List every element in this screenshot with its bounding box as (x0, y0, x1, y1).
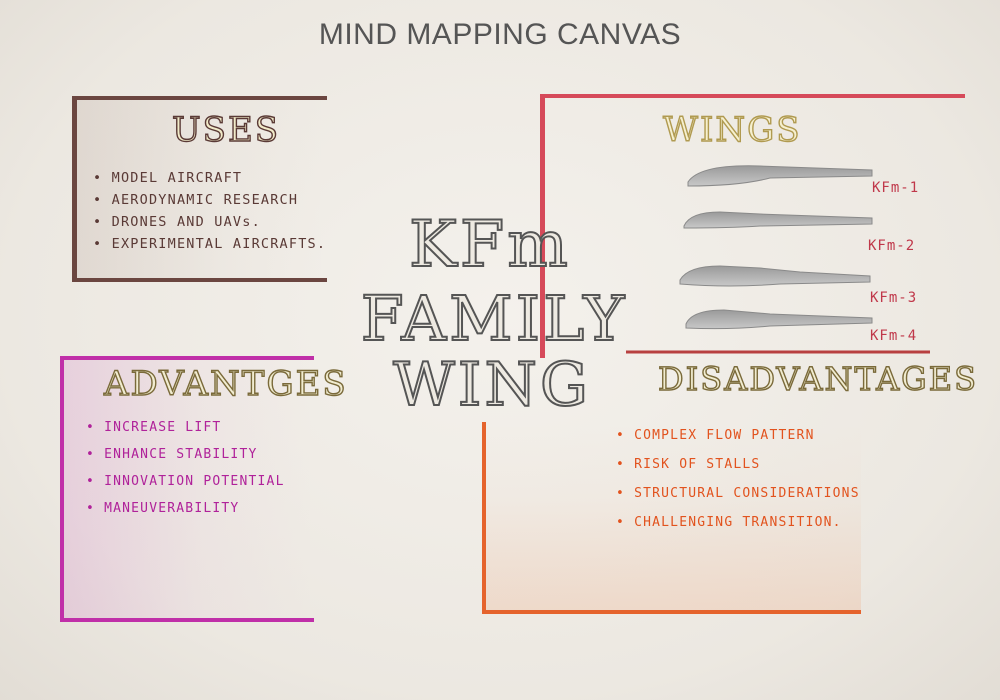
list-item: INCREASE LIFT (86, 420, 285, 435)
center-title-wing: WING (392, 349, 591, 421)
wing-label-kfm3: KFm-3 (870, 290, 918, 306)
list-item: MANEUVERABILITY (86, 501, 285, 516)
list-item: EXPERIMENTAL AIRCRAFTS. (93, 236, 326, 252)
wing-label-kfm2: KFm-2 (868, 238, 916, 254)
disadvantages-heading: DISADVANTAGES (657, 359, 979, 398)
list-item: DRONES AND UAVs. (93, 214, 326, 230)
list-item: STRUCTURAL CONSIDERATIONS (616, 486, 860, 501)
center-title-kfm: KFm (408, 207, 571, 283)
wings-box: WINGS (540, 94, 965, 358)
wing-label-kfm1: KFm-1 (872, 180, 920, 196)
uses-list: MODEL AIRCRAFT AERODYNAMIC RESEARCH DRON… (93, 170, 326, 258)
advantages-list: INCREASE LIFT ENHANCE STABILITY INNOVATI… (86, 420, 285, 528)
uses-heading: USES (171, 109, 281, 150)
uses-box: USES MODEL AIRCRAFT AERODYNAMIC RESEARCH… (72, 96, 327, 282)
center-title-family: FAMILY (360, 281, 628, 356)
disadvantages-list: COMPLEX FLOW PATTERN RISK OF STALLS STRU… (616, 428, 860, 544)
disadvantages-box: DISADVANTAGES COMPLEX FLOW PATTERN RISK … (482, 352, 977, 614)
list-item: INNOVATION POTENTIAL (86, 474, 285, 489)
advantages-box: ADVANTGES INCREASE LIFT ENHANCE STABILIT… (60, 356, 346, 622)
advantages-heading: ADVANTGES (103, 363, 348, 404)
list-item: MODEL AIRCRAFT (93, 170, 326, 186)
wing-label-kfm4: KFm-4 (870, 328, 918, 344)
list-item: CHALLENGING TRANSITION. (616, 515, 860, 530)
wings-heading: WINGS (662, 109, 802, 150)
list-item: RISK OF STALLS (616, 457, 860, 472)
list-item: ENHANCE STABILITY (86, 447, 285, 462)
canvas-title: MIND MAPPING CANVAS (318, 18, 682, 51)
list-item: COMPLEX FLOW PATTERN (616, 428, 860, 443)
list-item: AERODYNAMIC RESEARCH (93, 192, 326, 208)
